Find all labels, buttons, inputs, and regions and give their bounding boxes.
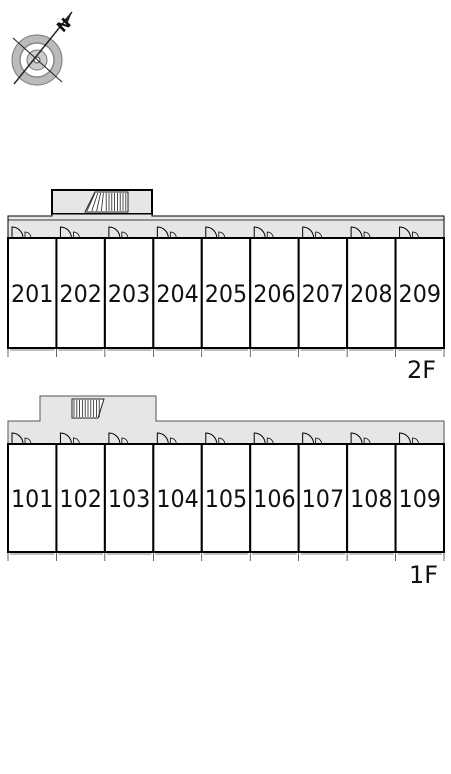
unit-201: 201	[7, 226, 58, 357]
unit-106: 106	[249, 432, 300, 561]
unit-number: 205	[205, 280, 247, 308]
unit-number: 209	[399, 280, 441, 308]
door-icon	[11, 226, 24, 239]
unit-number: 207	[302, 280, 344, 308]
door-icon	[108, 226, 121, 239]
door-icon	[59, 226, 72, 239]
door-icon	[399, 226, 412, 239]
unit-209: 209	[394, 226, 445, 357]
unit-108: 108	[346, 432, 397, 561]
door-icon	[205, 432, 218, 445]
unit-number: 106	[253, 485, 295, 513]
stairs-icon	[84, 191, 129, 213]
unit-number: 203	[108, 280, 150, 308]
unit-number: 108	[350, 485, 392, 513]
unit-number: 107	[302, 485, 344, 513]
door-icon	[302, 432, 315, 445]
door-icon	[302, 226, 315, 239]
floor-label-2f: 2F	[407, 356, 437, 384]
floor-label-1f: 1F	[409, 561, 439, 589]
unit-number: 206	[253, 280, 295, 308]
compass-north-label: N	[53, 14, 75, 36]
unit-103: 103	[103, 432, 155, 561]
door-icon	[205, 226, 218, 239]
unit-number: 104	[156, 485, 198, 513]
unit-number: 101	[11, 485, 53, 513]
unit-101: 101	[7, 432, 58, 561]
door-icon	[399, 432, 412, 445]
unit-number: 102	[59, 485, 101, 513]
unit-207: 207	[297, 226, 349, 357]
unit-205: 205	[200, 226, 252, 357]
unit-104: 104	[152, 432, 203, 561]
unit-105: 105	[200, 432, 252, 561]
door-icon	[156, 432, 169, 445]
unit-number: 208	[350, 280, 392, 308]
unit-203: 203	[103, 226, 155, 357]
door-icon	[108, 432, 121, 445]
unit-107: 107	[297, 432, 349, 561]
door-icon	[59, 432, 72, 445]
door-icon	[350, 226, 363, 239]
door-icon	[253, 226, 266, 239]
door-icon	[350, 432, 363, 445]
door-icon	[253, 432, 266, 445]
stairs-icon	[71, 398, 105, 419]
unit-102: 102	[55, 432, 106, 561]
unit-number: 109	[399, 485, 441, 513]
unit-number: 204	[156, 280, 198, 308]
unit-208: 208	[346, 226, 397, 357]
unit-202: 202	[55, 226, 106, 357]
unit-number: 103	[108, 485, 150, 513]
compass-rose-icon: N	[11, 11, 75, 86]
unit-109: 109	[394, 432, 445, 561]
door-icon	[156, 226, 169, 239]
unit-204: 204	[152, 226, 203, 357]
unit-206: 206	[249, 226, 300, 357]
unit-number: 105	[205, 485, 247, 513]
door-icon	[11, 432, 24, 445]
unit-number: 201	[11, 280, 53, 308]
unit-number: 202	[59, 280, 101, 308]
